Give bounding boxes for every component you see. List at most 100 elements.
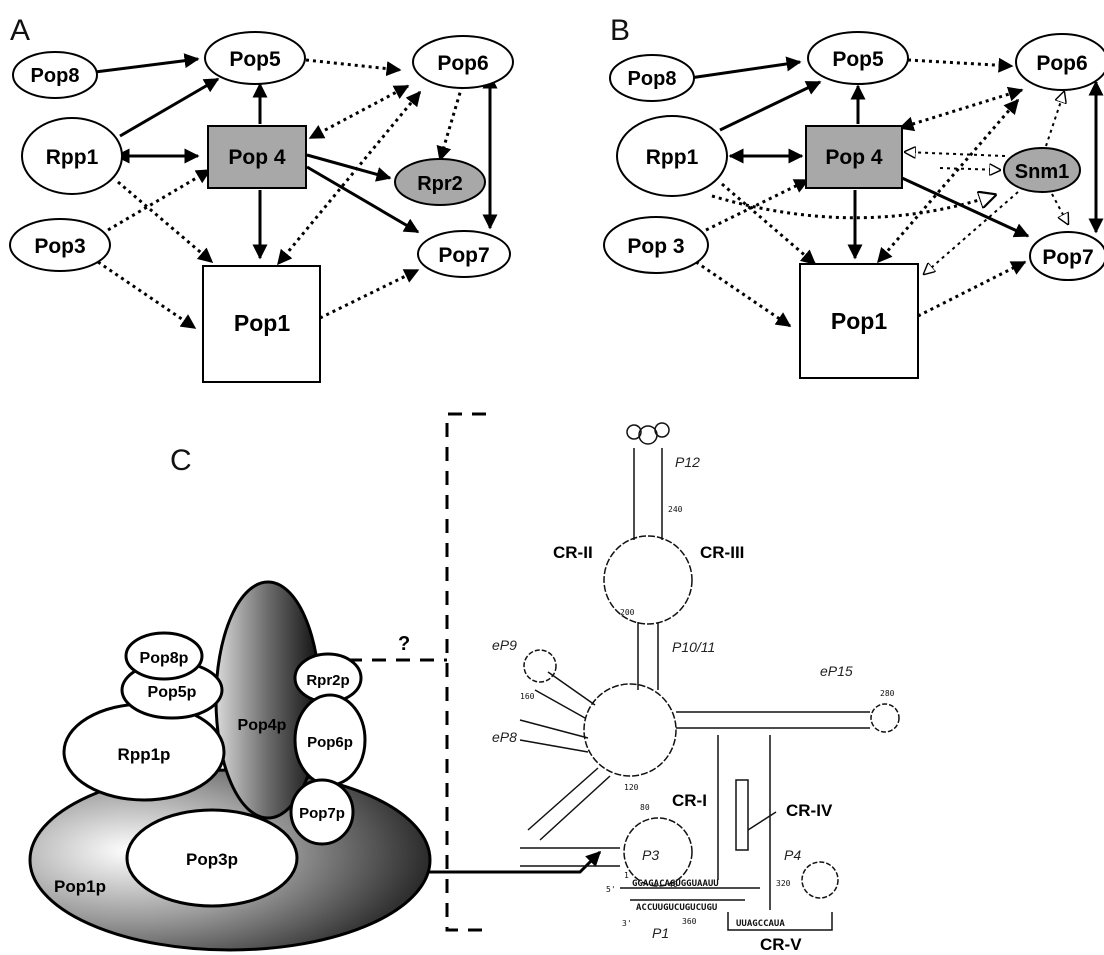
node-b-pop5 <box>807 31 909 85</box>
ep8-strand-b <box>519 739 589 753</box>
rnase-p-complex-labels: Pop1p Pop3p Pop4p Rpp1p Pop5p Pop8p Rpr2… <box>54 650 353 896</box>
label-cr5: CR-V <box>760 935 802 954</box>
pos-320: 320 <box>776 879 791 888</box>
pos-240: 240 <box>668 505 683 514</box>
panel-a: A Pop8 <box>9 14 514 383</box>
node-pop5-label: Pop5 <box>229 48 281 71</box>
p12-loop-b <box>654 422 670 438</box>
bracket-dashed <box>445 412 486 932</box>
node-b-pop8-label: Pop8 <box>628 68 677 90</box>
ll-strand-b <box>539 775 611 841</box>
pos-120: 120 <box>624 783 639 792</box>
node-rpp1 <box>21 117 123 195</box>
pos-160: 160 <box>520 692 535 701</box>
node-pop3-label: Pop3 <box>34 235 85 258</box>
node-pop3 <box>9 218 111 272</box>
question-mark: ? <box>398 633 410 655</box>
node-pop4 <box>207 125 307 189</box>
node-pop7 <box>417 230 511 278</box>
panel-b-letter: B <box>610 14 630 47</box>
edge-b-snm1-pop7 <box>1051 193 1068 224</box>
complex-pop3p <box>125 808 299 908</box>
edge-pop6-pop1 <box>276 90 422 266</box>
central-loop <box>583 683 677 777</box>
helix-p4 <box>717 735 777 910</box>
node-pop8 <box>12 51 98 99</box>
cr1-box <box>735 779 749 851</box>
label-cr1: CR-I <box>672 791 707 810</box>
pos-1: 1 <box>624 871 629 880</box>
edge-b-pop4-pop7 <box>901 176 1030 238</box>
helix-ep15 <box>676 703 900 733</box>
p3-loop <box>623 817 693 887</box>
label-rpp1p: Rpp1p <box>118 745 171 764</box>
edge-b-pop3-pop1 <box>695 260 792 328</box>
rna-labels: CR-II CR-III CR-I CR-IV CR-V P12 P10/11 … <box>492 454 895 954</box>
pos-360: 360 <box>682 917 697 926</box>
node-pop6-label: Pop6 <box>437 52 488 75</box>
node-b-snm1 <box>1003 147 1081 193</box>
edge-b-pop6-pop1 <box>876 98 1020 264</box>
helix-p12 <box>626 422 670 540</box>
label-cr2: CR-II <box>553 543 593 562</box>
node-b-pop6 <box>1015 33 1104 91</box>
label-ep9: eP9 <box>492 637 517 653</box>
node-pop1-label: Pop1 <box>234 310 290 336</box>
pos-40: 40 <box>668 880 678 889</box>
panel-c-letter: C <box>170 444 192 477</box>
ep15-loop <box>870 703 900 733</box>
node-b-pop7-label: Pop7 <box>1042 246 1093 269</box>
complex-pop8p <box>124 631 204 681</box>
loop-cr2-cr3 <box>603 535 693 625</box>
seq-p1-bottom: ACCUUGUCUGUCUGU <box>636 903 717 913</box>
pop1p-link-arrow <box>410 850 602 874</box>
node-rpr2-label: Rpr2 <box>417 173 463 195</box>
edge-b-rpp1-pop1 <box>721 182 817 266</box>
right-hairpin-loop <box>801 861 839 899</box>
helix-ep8 <box>519 719 589 753</box>
panel-a-letter: A <box>10 14 30 47</box>
node-pop1 <box>202 265 321 383</box>
node-b-pop3-label: Pop 3 <box>627 235 684 258</box>
ll-strand-a <box>527 767 599 831</box>
edge-b-pop8-pop5 <box>689 56 802 80</box>
node-b-pop4 <box>805 125 903 189</box>
edge-b-pop3-pop4 <box>705 178 810 232</box>
edge-pop5-pop6 <box>305 58 402 77</box>
edge-b-snm1-pop6 <box>1045 92 1064 147</box>
node-pop7-label: Pop7 <box>438 244 489 267</box>
label-p12: P12 <box>675 454 700 470</box>
edge-b-snm1-pop1 <box>924 191 1019 274</box>
label-cr3: CR-III <box>700 543 744 562</box>
panel-b: B <box>603 14 1104 379</box>
edge-b-rpp1-pop5 <box>719 80 822 132</box>
edge-b-snm1-pop4 <box>905 152 1006 156</box>
pos-80: 80 <box>640 803 650 812</box>
node-b-pop4-label: Pop 4 <box>825 146 882 169</box>
edge-rpp1-pop1 <box>117 180 214 264</box>
label-pop4p: Pop4p <box>238 717 287 734</box>
seq-p1-top: GGAGACAGUGGUAAUU <box>632 879 719 889</box>
node-b-pop7 <box>1029 231 1104 281</box>
node-b-pop1-label: Pop1 <box>831 308 887 334</box>
seq-cr5: UUAGCCAUA <box>736 919 785 929</box>
p12-loop <box>638 425 658 445</box>
node-b-snm1-label: Snm1 <box>1015 161 1069 183</box>
edge-pop3-pop4 <box>107 168 212 232</box>
label-p1: P1 <box>652 925 669 941</box>
helix-p10-11 <box>637 622 659 690</box>
node-rpp1-label: Rpp1 <box>46 146 99 169</box>
node-b-pop3 <box>603 216 709 274</box>
rna-structure <box>519 422 900 931</box>
node-b-pop6-label: Pop6 <box>1036 52 1087 75</box>
edge-pop6-pop4 <box>308 84 410 140</box>
complex-pop7p <box>289 778 355 846</box>
label-ep15: eP15 <box>820 663 853 679</box>
cr4-pointer <box>747 811 777 831</box>
ep9-loop <box>523 649 557 683</box>
label-pop5p: Pop5p <box>148 684 197 701</box>
panel-b-nodes: Pop8 Pop5 Pop6 Rpp1 Pop 4 Snm1 Pop 3 Pop… <box>603 31 1104 379</box>
node-b-pop8 <box>609 54 695 102</box>
edge-rpp1-pop5 <box>119 77 220 138</box>
